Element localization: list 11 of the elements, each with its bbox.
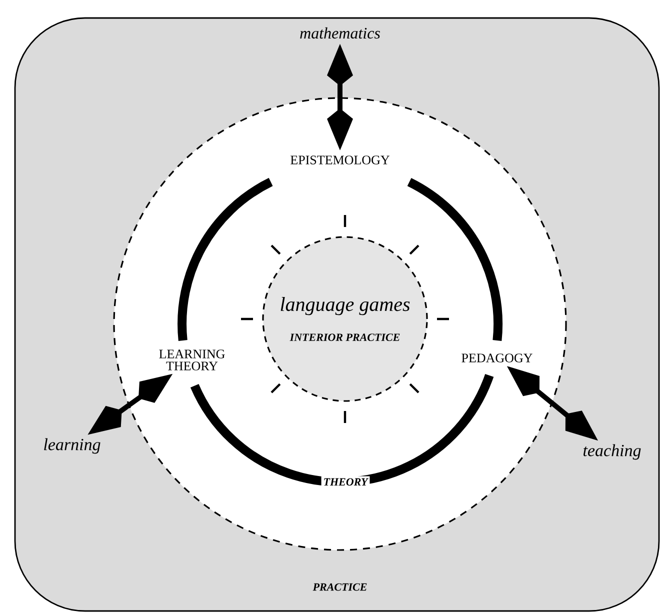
concept-label: PEDAGOGY	[460, 352, 534, 364]
domain-label: mathematics	[300, 27, 380, 39]
domain-label: learning	[44, 438, 100, 454]
concept-label: EPISTEMOLOGY	[289, 154, 391, 166]
concept-label: LEARNING THEORY	[151, 348, 233, 372]
edge-label: THEORY	[321, 476, 370, 488]
theory-arc	[178, 178, 273, 341]
theory-arc	[190, 374, 494, 486]
theory-arc	[407, 178, 503, 341]
domain-label: teaching	[584, 444, 641, 460]
region-label: PRACTICE	[312, 583, 367, 591]
